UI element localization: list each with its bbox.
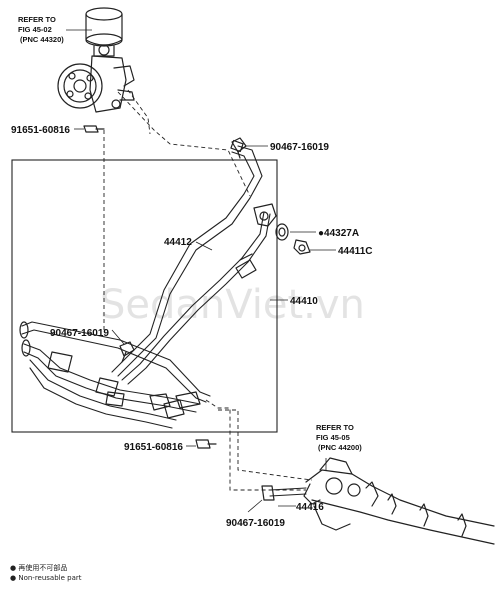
refer-top-line2: FIG 45-02 <box>18 25 52 34</box>
label-44412: 44412 <box>164 237 192 248</box>
clamp-90467-top <box>231 137 247 159</box>
note-line2: ● Non-reusable part <box>10 574 82 582</box>
assembly-box <box>11 159 278 433</box>
label-91651-top: 91651-60816 <box>11 125 70 136</box>
power-steering-pump <box>57 7 135 113</box>
dashed-connector-lower-2 <box>218 409 313 481</box>
label-44327a: ●44327A <box>318 228 359 239</box>
label-44416: 44416 <box>296 502 324 513</box>
gasket-44327a <box>275 223 289 241</box>
oil-cooler <box>19 321 211 429</box>
dashed-connector-pump-return <box>127 89 151 135</box>
note-line1: ● 再使用不可部品 <box>10 563 67 572</box>
label-90467-top: 90467-16019 <box>270 142 329 153</box>
refer-bottom-line1: REFER TO <box>316 423 354 432</box>
label-90467-bottom: 90467-16019 <box>226 518 285 529</box>
leader-90467-mid <box>111 329 125 345</box>
label-91651-bottom: 91651-60816 <box>124 442 183 453</box>
dashed-connector-pump-pipe <box>117 91 251 197</box>
union-44411c <box>293 239 311 255</box>
bolt-91651-bottom <box>195 439 217 449</box>
refer-bottom-line3: (PNC 44200) <box>318 443 362 452</box>
refer-top-line1: REFER TO <box>18 15 56 24</box>
watermark: SedanViet.vn <box>100 282 365 328</box>
label-44411c: 44411C <box>338 246 372 257</box>
bolt-91651-top <box>83 125 105 133</box>
pressure-hose-44412 <box>111 139 263 377</box>
label-90467-mid: 90467-16019 <box>50 328 109 339</box>
label-44410: 44410 <box>290 296 318 307</box>
leader-44412 <box>195 241 213 251</box>
steering-gear <box>303 457 495 545</box>
clamp-90467-mid <box>119 341 135 363</box>
refer-top-line3: (PNC 44320) <box>20 35 64 44</box>
refer-bottom-line2: FIG 45-05 <box>316 433 350 442</box>
leader-90467-bottom <box>247 499 263 513</box>
dashed-connector-lower <box>205 399 306 491</box>
pipe-44416 <box>261 485 307 501</box>
